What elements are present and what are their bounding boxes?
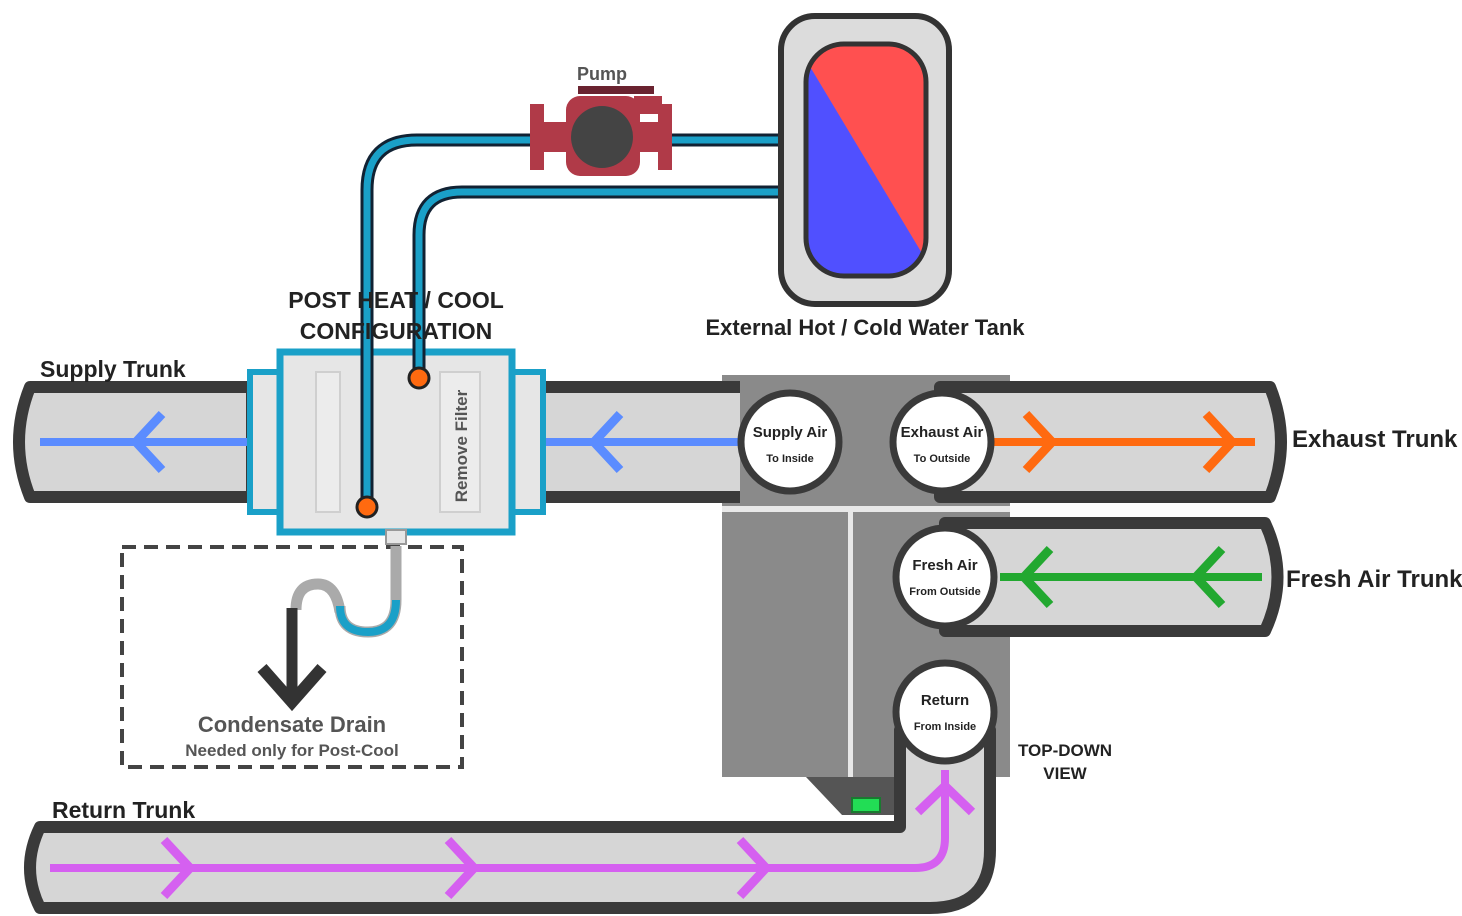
condensate-drain (120, 545, 464, 769)
return-trunk-duct (24, 724, 996, 914)
pump-label: Pump (577, 64, 627, 84)
heat-cool-coil (247, 348, 546, 545)
supply-trunk-duct (13, 381, 258, 503)
status-indicator (851, 797, 881, 813)
port-exhaust-air: Exhaust Air To Outside (889, 389, 995, 495)
fresh-air-trunk-label: Fresh Air Trunk (1286, 566, 1462, 593)
port-supply-air: Supply Air To Inside (737, 389, 843, 495)
port-return-sub: From Inside (914, 721, 976, 733)
port-exhaust-title: Exhaust Air (901, 424, 984, 441)
fresh-air-trunk-duct (939, 517, 1284, 637)
supply-duct-segment (540, 381, 740, 503)
port-fresh-sub: From Outside (909, 586, 981, 598)
top-down-label-line2: VIEW (1043, 764, 1087, 783)
port-supply-title: Supply Air (753, 424, 828, 441)
return-trunk-label: Return Trunk (52, 797, 195, 823)
water-tank (778, 13, 952, 307)
post-heat-label-line2: CONFIGURATION (300, 318, 493, 344)
condensate-title: Condensate Drain (198, 712, 386, 737)
supply-trunk-label: Supply Trunk (40, 356, 186, 382)
port-return: Return From Inside (892, 659, 998, 765)
exhaust-trunk-duct (934, 381, 1287, 503)
pump (530, 86, 672, 176)
port-exhaust-sub: To Outside (914, 453, 971, 465)
post-heat-label-line1: POST HEAT / COOL (288, 287, 504, 313)
tank-label: External Hot / Cold Water Tank (705, 315, 1025, 340)
port-fresh-title: Fresh Air (912, 557, 977, 574)
water-pipes (355, 133, 785, 519)
top-down-label-line1: TOP-DOWN (1018, 741, 1112, 760)
port-supply-sub: To Inside (766, 453, 813, 465)
condensate-note: Needed only for Post-Cool (185, 741, 398, 760)
port-return-title: Return (921, 692, 969, 709)
exhaust-trunk-label: Exhaust Trunk (1292, 426, 1458, 453)
remove-filter-label: Remove Filter (452, 389, 471, 502)
port-fresh-air: Fresh Air From Outside (892, 524, 998, 630)
